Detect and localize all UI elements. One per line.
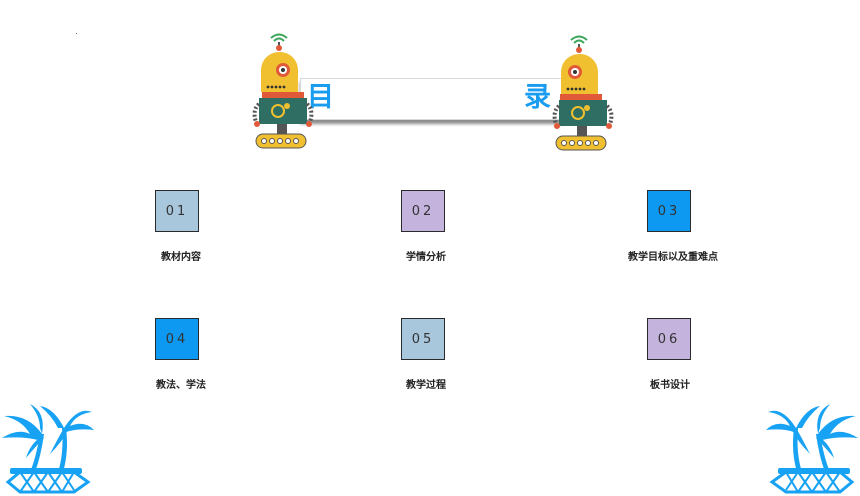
toc-item-label: 教学过程 (406, 380, 446, 391)
palm-tree-icon (2, 404, 94, 494)
toc-item-06-card[interactable]: 06 (647, 318, 691, 360)
robot-icon (552, 35, 614, 151)
toc-item-number: 01 (165, 203, 189, 219)
title-right-char: 录 (524, 82, 551, 113)
toc-item-label: 教学目标以及重难点 (628, 252, 718, 263)
toc-item-03-card[interactable]: 03 (647, 190, 691, 232)
toc-item-04-card[interactable]: 04 (155, 318, 199, 360)
toc-item-05-card[interactable]: 05 (401, 318, 445, 360)
toc-item-number: 05 (411, 331, 435, 347)
toc-item-02-card[interactable]: 02 (401, 190, 445, 232)
toc-item-number: 06 (657, 331, 681, 347)
toc-item-label: 教法、学法 (156, 380, 206, 391)
toc-item-number: 03 (657, 203, 681, 219)
toc-item-number: 02 (411, 203, 435, 219)
toc-item-label: 板书设计 (650, 380, 690, 391)
robot-icon (252, 33, 314, 149)
title-banner (300, 78, 564, 120)
palm-tree-icon (766, 404, 858, 494)
toc-item-number: 04 (165, 331, 189, 347)
toc-item-label: 学情分析 (406, 252, 446, 263)
toc-item-01-card[interactable]: 01 (155, 190, 199, 232)
stray-dot (76, 33, 77, 34)
toc-item-label: 教材内容 (161, 252, 201, 263)
